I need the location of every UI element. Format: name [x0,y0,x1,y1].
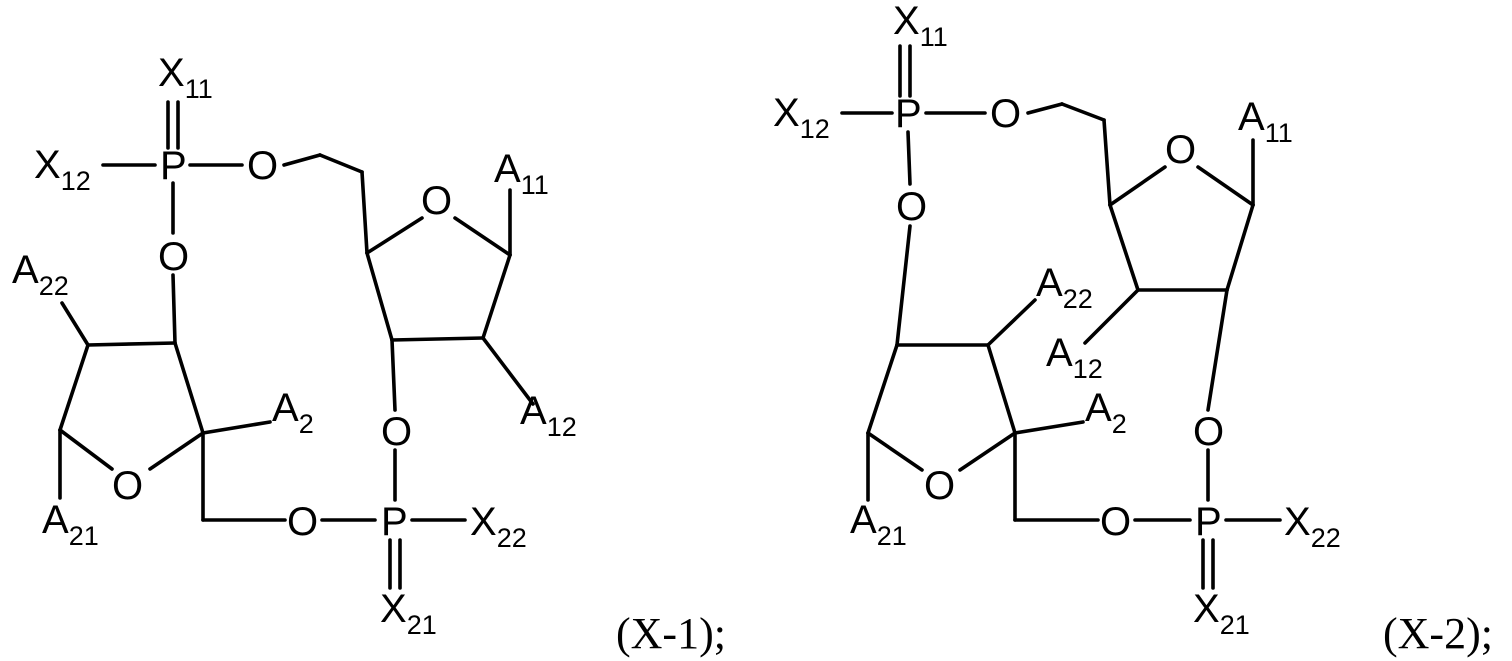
label-a2: A2 [1085,386,1127,439]
label-a2: A2 [272,386,314,439]
label-a12: A12 [1046,331,1103,384]
label-x21: X21 [1193,587,1250,640]
atom-labels-x2: X11 X12 P O A11 O O A22 A12 A2 O O A21 O… [773,0,1341,640]
caption-x2: (X-2); [1383,609,1493,658]
label-a22: A22 [1036,261,1093,314]
label-o-ring-left: O [924,464,955,508]
label-x21: X21 [380,587,437,640]
label-a11: A11 [1238,95,1293,148]
label-o-down: O [158,235,189,279]
structure-x2: X11 X12 P O A11 O O A22 A12 A2 O O A21 O… [773,0,1493,658]
label-a12: A12 [520,389,577,442]
label-p1: P [160,144,187,188]
label-a21: A21 [850,498,907,551]
label-x11: X11 [893,0,948,52]
label-a22: A22 [12,248,69,301]
label-x12: X12 [34,143,91,196]
label-o-c2: O [1193,410,1224,454]
label-o-bottom: O [1100,500,1131,544]
label-o-ring-left: O [112,464,143,508]
label-p2: P [381,500,408,544]
label-x11: X11 [158,51,213,104]
label-p1: P [895,92,922,136]
label-o-ring-right: O [421,179,452,223]
label-x22: X22 [1284,500,1341,553]
caption-x1: (X-1); [616,609,726,658]
label-o-c3: O [381,410,412,454]
label-o-right: O [990,92,1021,136]
label-o-right: O [247,144,278,188]
label-o-down: O [896,185,927,229]
label-o-ring-right: O [1165,128,1196,172]
label-a11: A11 [494,147,549,200]
structure-x1: X11 X12 P O O A11 O A22 A2 O A12 O A21 O… [12,51,726,658]
label-o-bottom: O [287,500,318,544]
label-x22: X22 [470,500,527,553]
label-a21: A21 [42,498,99,551]
label-p2: P [1195,500,1222,544]
label-x12: X12 [773,91,830,144]
